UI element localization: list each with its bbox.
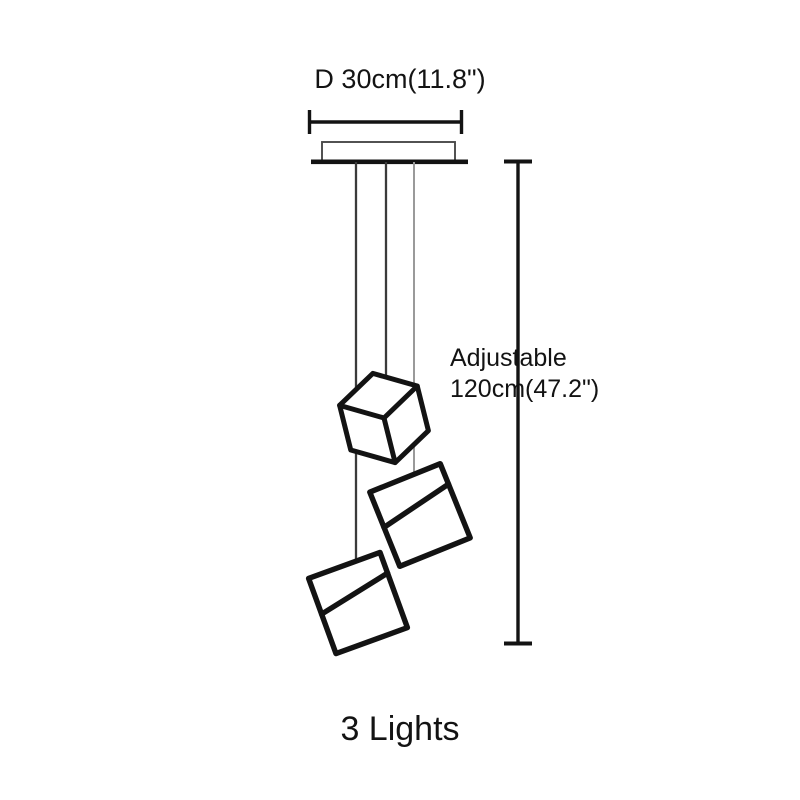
cube-shade-1 [337, 370, 431, 466]
canopy-base-bar [311, 159, 468, 165]
adjustable-drop-label-line2: 120cm(47.2") [450, 374, 600, 403]
side-dimension-line [504, 159, 532, 646]
top-dimension-line [307, 110, 464, 134]
canopy-box [321, 141, 456, 162]
cube-2-silhouette [367, 460, 473, 570]
cube-2-face-divider [381, 481, 452, 531]
cube-3-face-divider [318, 570, 391, 617]
light-count-caption: 3 Lights [340, 710, 460, 748]
cube-shade-3 [305, 549, 411, 657]
cube-shade-2 [367, 460, 473, 570]
diameter-dimension-label: D 30cm(11.8") [314, 64, 486, 94]
cube-3-silhouette [305, 549, 411, 657]
ceiling-canopy [311, 141, 468, 165]
adjustable-drop-label-line1: Adjustable [450, 344, 567, 372]
cube-1-inner-vertical-edge [381, 415, 398, 466]
